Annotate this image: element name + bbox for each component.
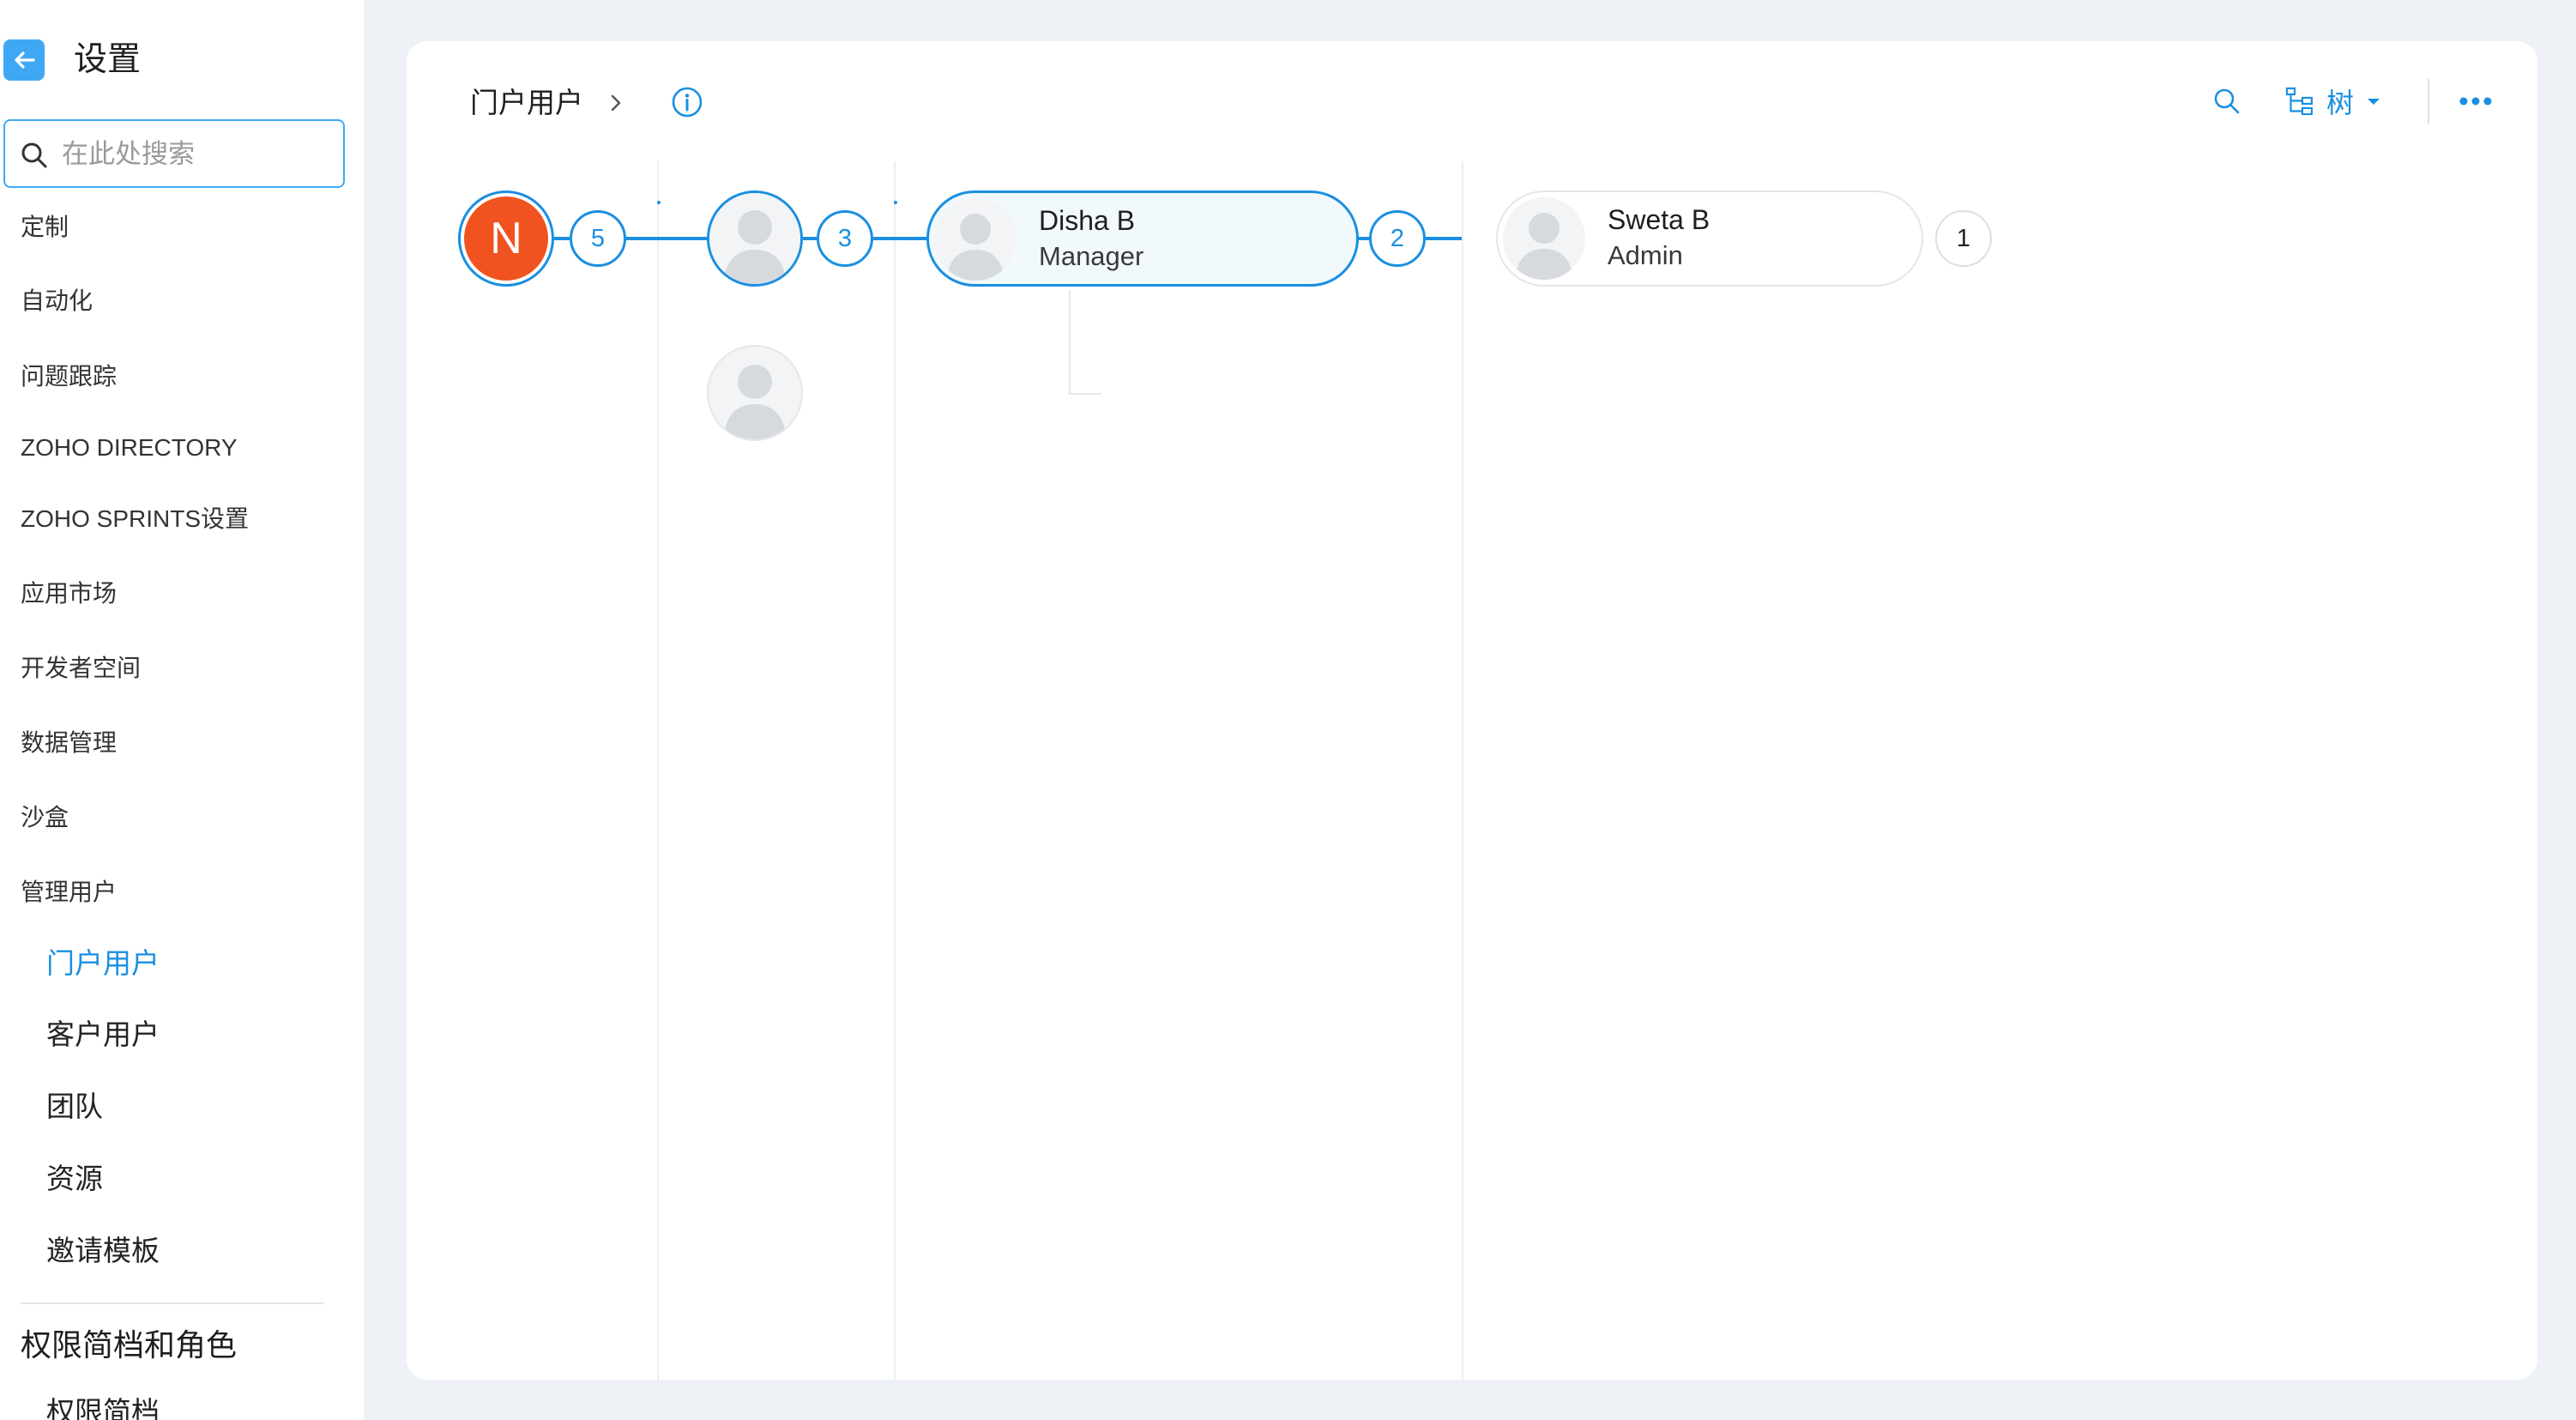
tree-connector [626, 237, 707, 240]
sidebar-item-zoho-directory[interactable]: ZOHO DIRECTORY [21, 434, 238, 461]
level1-report-count[interactable]: 3 [817, 210, 873, 267]
sidebar-subitem-portal-users[interactable]: 门户用户 [46, 947, 160, 979]
child-user-card[interactable]: Sweta B Admin [1496, 190, 1923, 287]
tree-connector [803, 237, 817, 240]
view-switcher-label: 树 [2326, 88, 2355, 118]
sidebar-item-issue-tracking[interactable]: 问题跟踪 [21, 363, 118, 390]
sidebar-subitem-invitation-templates[interactable]: 邀请模板 [46, 1235, 160, 1266]
tree-column-divider [657, 161, 659, 1380]
sidebar-section-profiles-roles[interactable]: 权限简档和角色 [21, 1327, 238, 1363]
sidebar-item-zoho-sprints-settings[interactable]: ZOHO SPRINTS设置 [21, 505, 250, 532]
sidebar-divider [21, 1302, 324, 1304]
tree-column-divider [1462, 161, 1463, 1380]
avatar-placeholder-icon [1503, 197, 1585, 280]
avatar-placeholder-icon [709, 347, 801, 439]
avatar-placeholder-icon [709, 193, 800, 284]
sidebar-subitem-resources[interactable]: 资源 [46, 1163, 103, 1194]
view-switcher[interactable]: 树 [2285, 84, 2383, 118]
avatar [934, 198, 1017, 281]
toolbar-divider [2428, 79, 2429, 124]
sidebar-item-automation[interactable]: 自动化 [21, 287, 94, 314]
org-tree-panel: 门户用户 树 [407, 41, 2537, 1380]
tree-connector [1359, 237, 1369, 240]
avatar-placeholder-icon [934, 198, 1017, 281]
sidebar-header: 设置 [0, 34, 364, 89]
root-report-count[interactable]: 5 [570, 210, 626, 267]
more-icon[interactable] [2453, 86, 2498, 117]
child-report-count[interactable]: 1 [1935, 210, 1992, 267]
sidebar-item-manage-users[interactable]: 管理用户 [21, 879, 118, 905]
tree-column-divider [894, 161, 896, 1380]
sidebar-subitem-teams[interactable]: 团队 [46, 1091, 103, 1122]
tree-connector [1426, 237, 1462, 240]
sidebar-subitem-client-users[interactable]: 客户用户 [46, 1018, 160, 1050]
tree-branch-line [1069, 393, 1101, 395]
search-icon[interactable] [2211, 86, 2242, 117]
sidebar-search[interactable] [3, 119, 345, 188]
user-name: Disha B [1039, 205, 1136, 236]
tree-connector-dot [894, 201, 897, 204]
root-user-initial: N [464, 196, 548, 281]
sidebar-item-customization[interactable]: 定制 [21, 214, 69, 240]
tree-branch-line [1069, 290, 1071, 395]
chevron-right-icon[interactable] [606, 93, 626, 113]
sidebar-item-sandbox[interactable]: 沙盒 [21, 804, 69, 831]
sidebar-item-data-management[interactable]: 数据管理 [21, 729, 118, 756]
search-icon [21, 142, 47, 168]
sidebar-search-input[interactable] [60, 130, 338, 179]
breadcrumb[interactable]: 门户用户 [470, 87, 583, 118]
root-user-avatar[interactable]: N [458, 190, 554, 287]
back-arrow-icon [15, 51, 35, 69]
user-role: Admin [1608, 240, 1683, 270]
selected-report-count[interactable]: 2 [1369, 210, 1426, 267]
sidebar-subitem-profiles[interactable]: 权限简档 [46, 1396, 160, 1420]
back-button[interactable] [3, 39, 45, 81]
selected-user-card[interactable]: Disha B Manager [926, 190, 1359, 287]
caret-down-icon [2368, 99, 2380, 105]
settings-sidebar: 设置 定制 自动化 问题跟踪 ZOHO DIRECTORY ZOHO SPRIN… [0, 0, 364, 1420]
user-name: Sweta B [1608, 204, 1710, 235]
level1-user-avatar[interactable] [707, 190, 803, 287]
sidebar-item-marketplace[interactable]: 应用市场 [21, 580, 118, 607]
sidebar-title: 设置 [74, 41, 142, 78]
tree-view-icon [2285, 87, 2314, 116]
tree-connector-dot [657, 201, 661, 204]
tree-connector [873, 237, 926, 240]
user-role: Manager [1039, 241, 1144, 271]
sidebar-item-developer-space[interactable]: 开发者空间 [21, 655, 142, 681]
info-icon[interactable] [671, 86, 703, 118]
avatar [1503, 197, 1585, 280]
level1-user-avatar[interactable] [707, 345, 803, 441]
tree-connector [554, 237, 570, 240]
